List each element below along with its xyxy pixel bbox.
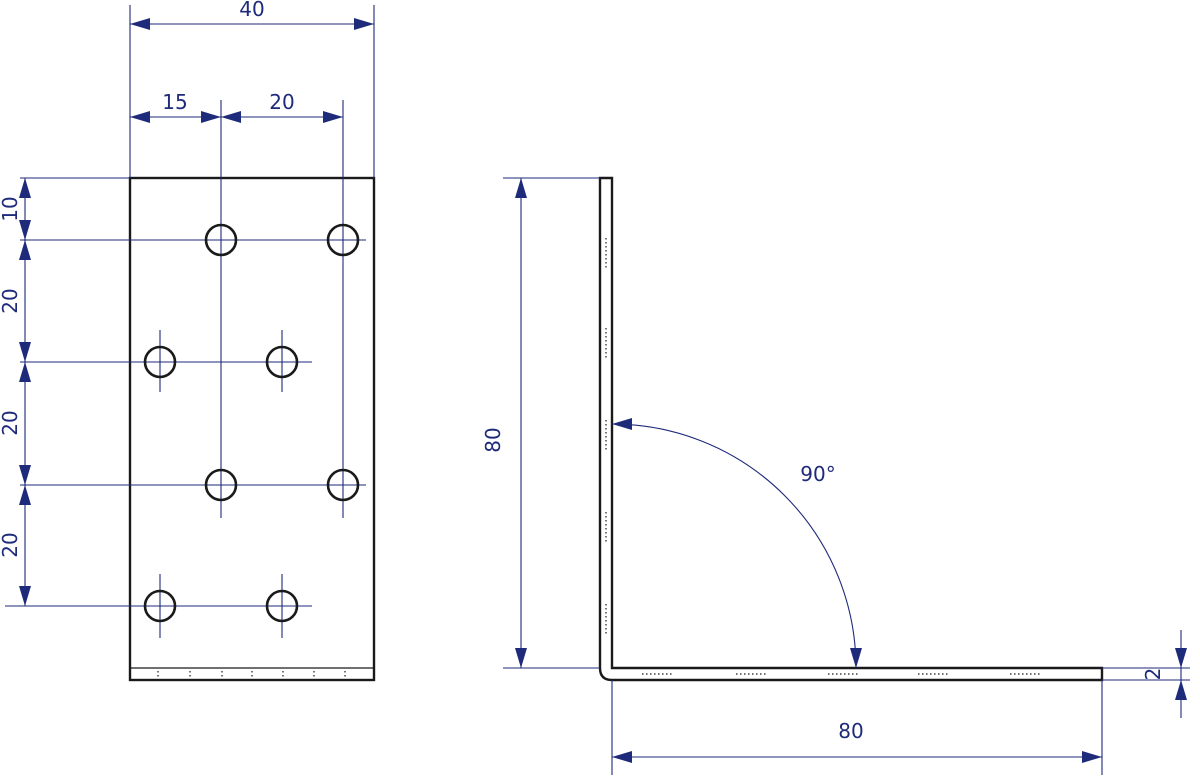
dimension-height: 80 bbox=[481, 178, 527, 668]
front-extension-lines bbox=[5, 5, 375, 638]
dimension-angle-label: 90° bbox=[800, 462, 835, 486]
dimension-row1-to-row2-label: 20 bbox=[0, 288, 22, 313]
dimension-angle: 90° bbox=[611, 418, 862, 669]
side-view: 80 80 2 90° bbox=[481, 176, 1190, 775]
side-extension-lines bbox=[503, 177, 1190, 775]
dimension-length: 80 bbox=[612, 719, 1102, 763]
bend-dot-marks bbox=[157, 671, 346, 678]
dimension-hole-rows: 10 20 20 20 bbox=[0, 178, 31, 606]
holes bbox=[143, 223, 360, 623]
dimension-row3-to-row4-label: 20 bbox=[0, 532, 22, 557]
hole bbox=[204, 223, 238, 257]
dimension-top-to-row1-label: 10 bbox=[0, 196, 22, 221]
angle-profile bbox=[598, 176, 1104, 682]
hole bbox=[326, 468, 360, 502]
hole bbox=[204, 468, 238, 502]
hole bbox=[143, 589, 177, 623]
hole bbox=[265, 589, 299, 623]
hole bbox=[326, 223, 360, 257]
dimension-thickness-label: 2 bbox=[1141, 668, 1165, 681]
front-view: 40 15 20 10 20 20 20 bbox=[0, 0, 376, 682]
dimension-edge-to-col1-label: 15 bbox=[162, 90, 187, 114]
dimension-width: 40 bbox=[130, 0, 374, 30]
dimension-width-label: 40 bbox=[239, 0, 264, 21]
plate-outline bbox=[128, 176, 376, 682]
dimension-col1-to-col2-label: 20 bbox=[269, 90, 294, 114]
profile-dot-marks bbox=[605, 238, 1040, 675]
dimension-row2-to-row3-label: 20 bbox=[0, 410, 22, 435]
hole bbox=[143, 345, 177, 379]
hole bbox=[265, 345, 299, 379]
dimension-hole-columns: 15 20 bbox=[130, 90, 343, 123]
dimension-length-label: 80 bbox=[838, 719, 863, 743]
dimension-height-label: 80 bbox=[481, 427, 505, 452]
dimension-thickness: 2 bbox=[1141, 630, 1187, 718]
